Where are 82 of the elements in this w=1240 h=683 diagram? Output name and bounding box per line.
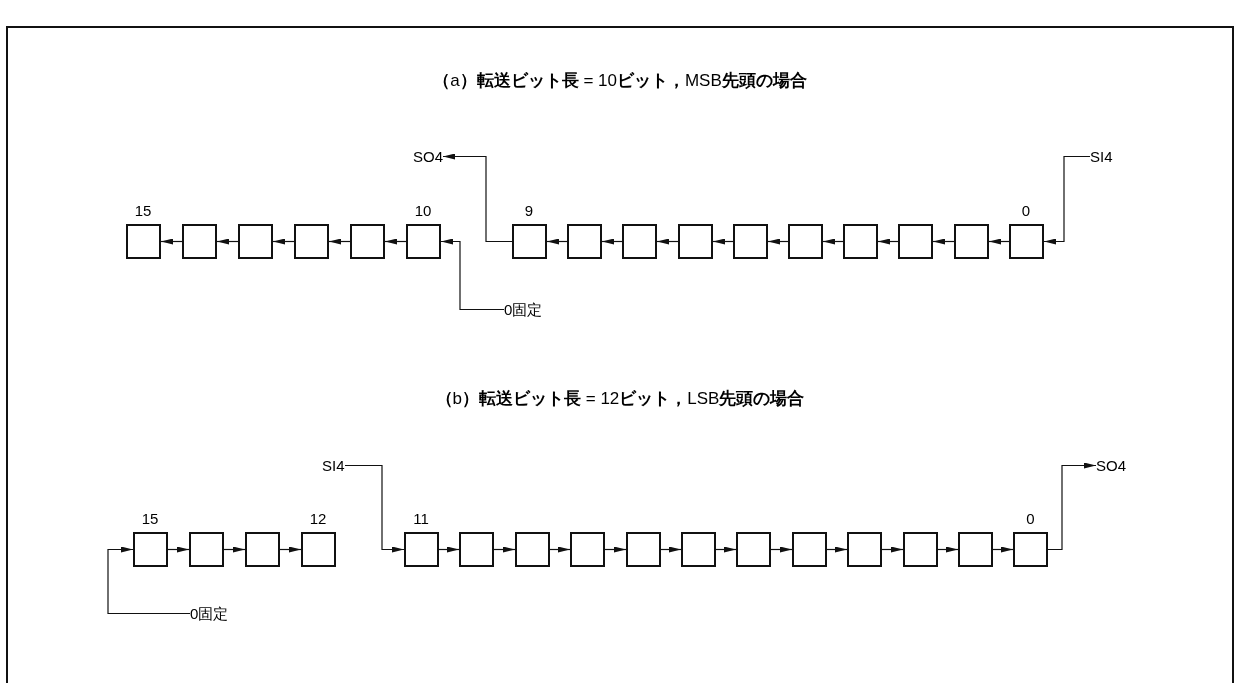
arrow bbox=[992, 546, 1014, 553]
bit-number: 15 bbox=[134, 202, 152, 219]
register-bit bbox=[567, 224, 603, 259]
bit-number: 10 bbox=[414, 202, 432, 219]
arrow bbox=[604, 546, 627, 553]
register-bit bbox=[791, 532, 827, 567]
register-bit bbox=[1008, 224, 1044, 259]
signal-label: SO4 bbox=[1096, 457, 1126, 474]
bit-number: 11 bbox=[413, 510, 429, 527]
register-bit bbox=[843, 224, 879, 259]
register-bit bbox=[953, 224, 989, 259]
register-bit bbox=[898, 224, 934, 259]
arrow bbox=[546, 238, 568, 245]
heading: （b）転送ビット長 = 12ビット，LSB先頭の場合 bbox=[435, 389, 805, 409]
bit-number: 0 bbox=[1026, 510, 1035, 527]
signal-label: SI4 bbox=[322, 457, 345, 474]
arrow bbox=[344, 464, 405, 553]
register-bit bbox=[133, 532, 168, 567]
register-bit bbox=[958, 532, 993, 567]
arrow bbox=[712, 238, 734, 245]
register-bit bbox=[902, 532, 938, 567]
arrow bbox=[770, 546, 793, 553]
arrow bbox=[328, 238, 351, 245]
register-bit bbox=[736, 532, 772, 567]
bit-number: 0 bbox=[1021, 202, 1030, 219]
register-bit bbox=[847, 532, 883, 567]
arrow bbox=[877, 238, 899, 245]
register-bit bbox=[625, 532, 661, 567]
signal-label: 0固定 bbox=[504, 301, 543, 318]
signal-label: SI4 bbox=[1090, 148, 1113, 165]
arrow bbox=[167, 546, 190, 553]
signal-label: SO4 bbox=[413, 148, 443, 165]
arrow bbox=[656, 238, 679, 245]
arrow bbox=[932, 238, 955, 245]
arrow bbox=[493, 546, 516, 553]
signal-label: 0固定 bbox=[190, 605, 229, 622]
arrow bbox=[442, 153, 513, 243]
register-bit bbox=[459, 532, 495, 567]
arrow bbox=[826, 546, 848, 553]
arrow bbox=[1043, 155, 1091, 245]
register-bit bbox=[570, 532, 606, 567]
register-bit bbox=[301, 532, 336, 567]
register-bit bbox=[404, 532, 439, 567]
arrow bbox=[549, 546, 571, 553]
arrow bbox=[881, 546, 904, 553]
arrow bbox=[937, 546, 959, 553]
arrow bbox=[279, 546, 302, 553]
register-bit bbox=[294, 224, 329, 259]
arrow bbox=[384, 238, 407, 245]
register-bit bbox=[1013, 532, 1049, 567]
register-bit bbox=[677, 224, 713, 259]
arrow bbox=[160, 238, 183, 245]
register-bit bbox=[514, 532, 550, 567]
arrow bbox=[272, 238, 295, 245]
register-bit bbox=[238, 224, 273, 259]
register-bit bbox=[512, 224, 547, 259]
arrow bbox=[715, 546, 737, 553]
bit-number: 9 bbox=[524, 202, 534, 219]
register-bit bbox=[788, 224, 823, 259]
heading: （a）転送ビット長 = 10ビット，MSB先頭の場合 bbox=[433, 71, 807, 91]
arrow bbox=[822, 238, 844, 245]
register-bit bbox=[732, 224, 768, 259]
register-bit bbox=[681, 532, 716, 567]
register-bit bbox=[245, 532, 280, 567]
register-bit bbox=[406, 224, 441, 259]
bit-number: 12 bbox=[309, 510, 327, 527]
arrow bbox=[988, 238, 1010, 245]
bit-number: 15 bbox=[141, 510, 159, 527]
arrow bbox=[440, 238, 505, 311]
arrow bbox=[660, 546, 682, 553]
register-bit bbox=[622, 224, 658, 259]
arrow bbox=[216, 238, 239, 245]
arrow bbox=[223, 546, 246, 553]
register-bit bbox=[182, 224, 217, 259]
arrow bbox=[438, 546, 460, 553]
arrow bbox=[601, 238, 623, 245]
arrow bbox=[767, 238, 789, 245]
arrow bbox=[107, 546, 191, 615]
register-bit bbox=[126, 224, 161, 259]
register-bit bbox=[189, 532, 224, 567]
register-bit bbox=[350, 224, 385, 259]
arrow bbox=[1047, 462, 1097, 551]
